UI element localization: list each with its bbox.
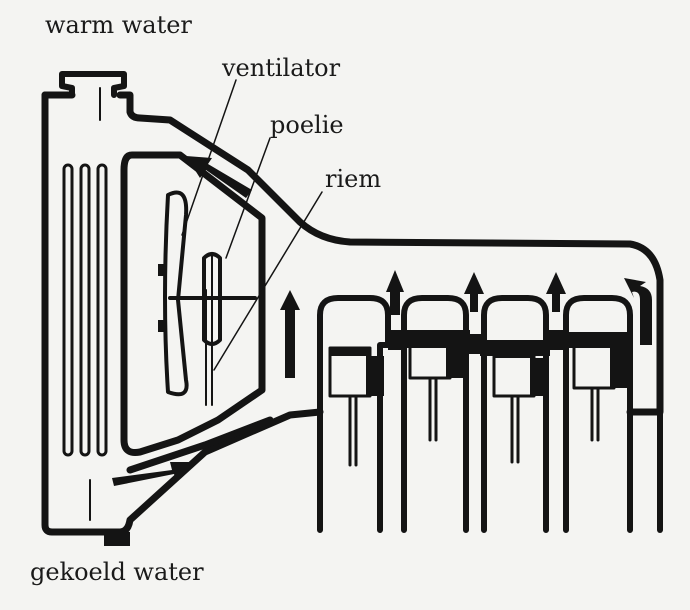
engine-housing-top xyxy=(41,91,664,416)
cylinder-3-wall xyxy=(481,295,549,533)
pulley xyxy=(168,252,257,406)
flow-arrow-upper xyxy=(186,156,252,198)
label-poelie: poelie xyxy=(270,111,344,139)
leader-poelie xyxy=(225,137,271,259)
flow-arrow-gap-1 xyxy=(386,270,404,315)
drain-plug xyxy=(104,532,130,546)
piston-1-rings xyxy=(330,348,370,356)
cylinder-2-wall xyxy=(401,295,469,533)
pulley-wheel xyxy=(202,252,222,346)
label-ventilator: ventilator xyxy=(221,54,341,82)
cylinder-4-wall xyxy=(563,295,633,533)
piston-2-shadow xyxy=(446,344,464,378)
label-warm-water: warm water xyxy=(45,11,192,39)
fan-blade xyxy=(163,190,189,397)
label-gekoeld-water: gekoeld water xyxy=(30,558,204,586)
piston-1-shadow xyxy=(366,356,384,396)
flow-arrows xyxy=(112,156,652,486)
piston-4 xyxy=(572,340,616,390)
piston-3-shadow xyxy=(530,358,546,396)
fan-hub-bottom xyxy=(158,320,166,332)
filler-cap xyxy=(59,71,127,98)
piston-4-shadow xyxy=(610,348,628,388)
radiator xyxy=(41,71,664,546)
fan-shroud xyxy=(120,151,274,474)
flow-arrow-gap-2 xyxy=(464,272,484,312)
cylinder-1-wall xyxy=(317,295,391,533)
radiator-core-tubes xyxy=(62,163,108,457)
engine-block xyxy=(317,295,663,533)
flow-arrow-right-curve xyxy=(624,278,652,345)
shroud-wall xyxy=(120,151,266,456)
flow-arrow-engine-up xyxy=(280,290,300,378)
piston-3-rings xyxy=(494,350,534,358)
fan xyxy=(158,190,189,397)
water-jacket-1 xyxy=(388,330,404,350)
water-jacket-3 xyxy=(546,330,566,350)
flow-arrow-gap-3 xyxy=(546,272,566,312)
leader-riem xyxy=(213,191,323,371)
leader-lines xyxy=(181,79,323,371)
fan-hub-top xyxy=(158,264,166,276)
leader-ventilator xyxy=(181,79,237,236)
lower-passage-wall xyxy=(126,416,274,474)
water-jacket-2 xyxy=(466,334,484,354)
label-riem: riem xyxy=(325,165,381,193)
flow-arrow-lower xyxy=(112,462,194,486)
